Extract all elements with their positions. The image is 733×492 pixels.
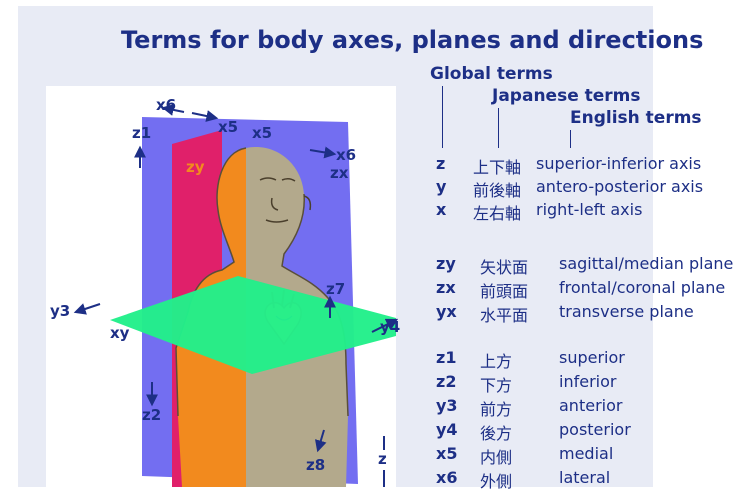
english-term: superior-inferior axis xyxy=(536,154,702,173)
label-z1: z1 xyxy=(132,124,151,142)
japanese-term: 内側 xyxy=(480,448,513,467)
japanese-term: 後方 xyxy=(480,424,513,443)
japanese-term: 前後軸 xyxy=(473,181,522,200)
label-xy: xy xyxy=(110,324,130,342)
body-planes-illustration: x6 x5 x5 x6 z1 zy zx y3 xy z7 y4 z2 z8 z xyxy=(50,96,400,487)
header-english-terms: English terms xyxy=(570,108,702,128)
label-z2: z2 xyxy=(142,406,161,424)
arrow-z8 xyxy=(315,429,327,453)
english-term: medial xyxy=(559,444,614,463)
label-x6-right: x6 xyxy=(336,146,356,164)
label-x5-right: x5 xyxy=(252,124,272,142)
japanese-term: 矢状面 xyxy=(480,258,529,277)
global-term: x xyxy=(436,200,447,219)
guide-line-english xyxy=(570,130,571,148)
global-term: y4 xyxy=(436,420,458,439)
global-term: x6 xyxy=(436,468,458,487)
header-japanese-terms: Japanese terms xyxy=(492,86,641,106)
face-features xyxy=(259,177,312,223)
japanese-term: 上下軸 xyxy=(473,158,522,177)
english-term: posterior xyxy=(559,420,631,439)
english-term: inferior xyxy=(559,372,617,391)
japanese-term: 水平面 xyxy=(480,306,529,325)
global-term: zx xyxy=(436,278,456,297)
english-term: anterior xyxy=(559,396,623,415)
english-term: transverse plane xyxy=(559,302,694,321)
label-z-axis: z xyxy=(378,450,387,468)
global-term: zy xyxy=(436,254,456,273)
english-term: lateral xyxy=(559,468,611,487)
label-y4: y4 xyxy=(380,318,400,336)
english-term: superior xyxy=(559,348,625,367)
global-term: z1 xyxy=(436,348,457,367)
japanese-term: 左右軸 xyxy=(473,204,522,223)
english-term: antero-posterior axis xyxy=(536,177,704,196)
arrow-x6-right xyxy=(309,146,337,159)
japanese-term: 前方 xyxy=(480,400,513,419)
label-zy: zy xyxy=(186,158,205,176)
global-term: z xyxy=(436,154,446,173)
arrow-y4 xyxy=(371,318,399,333)
slide-panel: Terms for body axes, planes and directio… xyxy=(18,6,733,491)
english-term: right-left axis xyxy=(536,200,643,219)
english-term: sagittal/median plane xyxy=(559,254,733,273)
japanese-term: 上方 xyxy=(480,352,513,371)
page-title: Terms for body axes, planes and directio… xyxy=(121,26,704,54)
label-zx: zx xyxy=(330,164,349,182)
global-term: y3 xyxy=(436,396,458,415)
label-y3: y3 xyxy=(50,302,70,320)
guide-line-global xyxy=(442,86,443,148)
arrow-y3 xyxy=(73,303,101,315)
guide-line-japanese xyxy=(498,108,499,148)
japanese-term: 外側 xyxy=(480,472,513,491)
arrow-x5-left xyxy=(191,110,219,122)
body-planes-figure: x6 x5 x5 x6 z1 zy zx y3 xy z7 y4 z2 z8 z xyxy=(46,86,400,487)
label-x5-left: x5 xyxy=(218,118,238,136)
arrow-x6-left xyxy=(161,103,185,116)
header-global-terms: Global terms xyxy=(430,64,553,84)
global-term: z2 xyxy=(436,372,457,391)
english-term: frontal/coronal plane xyxy=(559,278,726,297)
global-term: yx xyxy=(436,302,457,321)
global-term: x5 xyxy=(436,444,458,463)
global-term: y xyxy=(436,177,447,196)
japanese-term: 下方 xyxy=(480,376,513,395)
label-z7: z7 xyxy=(326,280,345,298)
japanese-term: 前頭面 xyxy=(480,282,529,301)
label-z8: z8 xyxy=(306,456,325,474)
label-x6-left: x6 xyxy=(156,96,176,114)
